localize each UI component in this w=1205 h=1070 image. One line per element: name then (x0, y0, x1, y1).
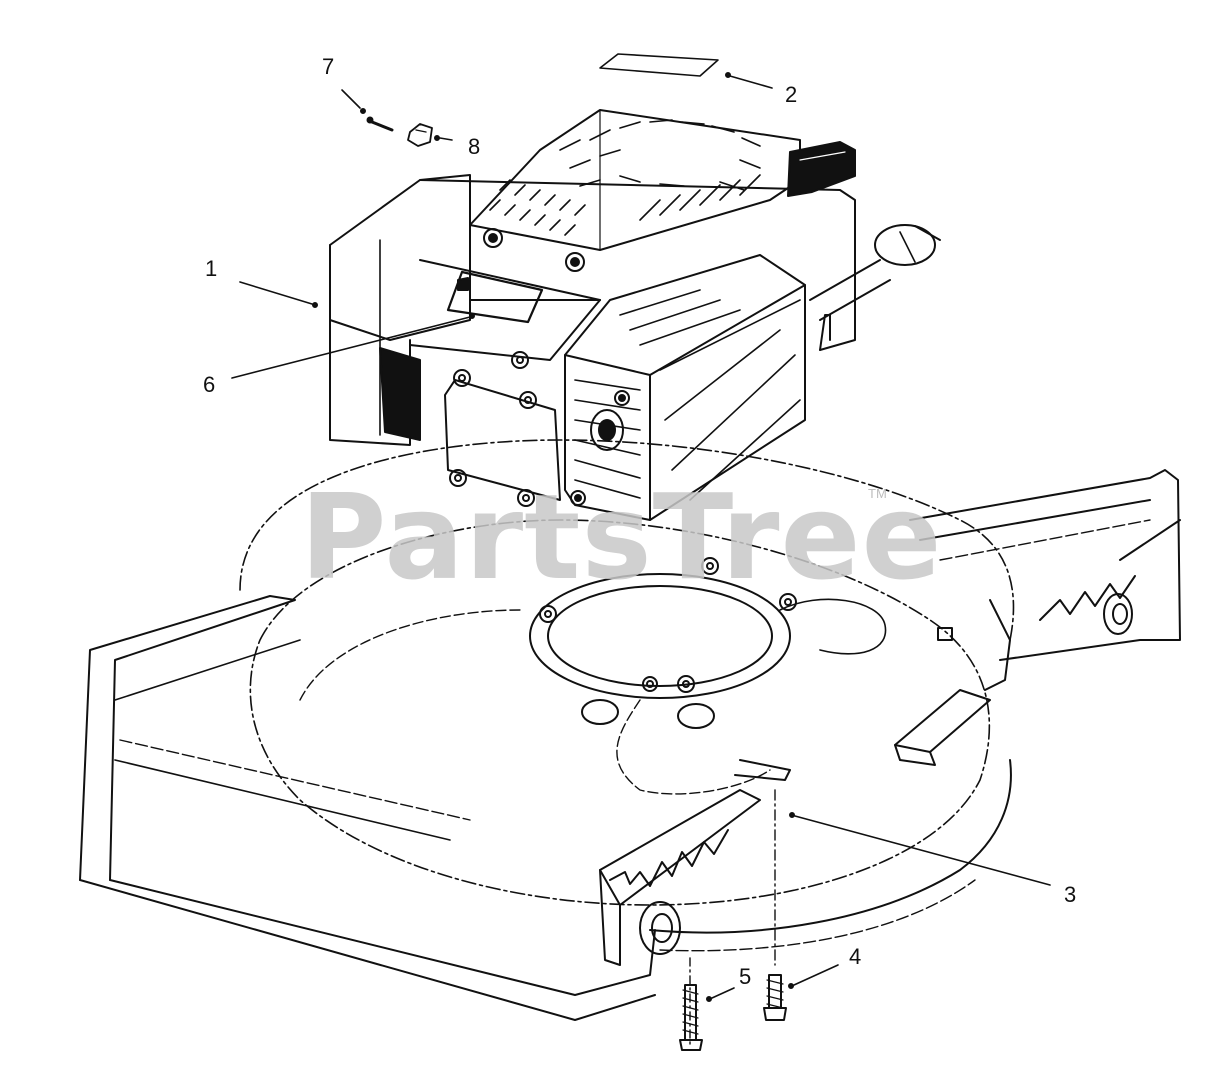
leader-3 (794, 815, 1051, 886)
screw-part-5 (679, 957, 703, 1051)
watermark-trademark: TM (868, 486, 887, 501)
leader-2 (729, 75, 773, 89)
leader-5 (711, 987, 735, 999)
leader-1 (239, 281, 313, 305)
callout-3: 3 (1064, 882, 1077, 907)
clip-part-8 (407, 123, 433, 147)
mower-deck-housing (79, 439, 1181, 1021)
callout-7: 7 (322, 54, 335, 79)
callout-2: 2 (785, 82, 798, 107)
engine-assembly (329, 109, 941, 521)
engine-mount-ring (529, 557, 887, 795)
screw-part-7 (366, 116, 394, 132)
callout-4: 4 (849, 944, 862, 969)
leader-7 (341, 89, 361, 109)
callout-5: 5 (739, 964, 752, 989)
leader-4 (793, 964, 839, 986)
callout-1: 1 (205, 256, 218, 281)
decal-sheet (599, 53, 719, 77)
leader-lines (231, 72, 1051, 1002)
leader-6 (231, 316, 471, 379)
callout-8: 8 (468, 134, 481, 159)
leader-8 (439, 137, 453, 141)
watermark-text: PartsTree (300, 468, 943, 606)
screw-part-4 (763, 789, 787, 1021)
callout-6: 6 (203, 372, 216, 397)
